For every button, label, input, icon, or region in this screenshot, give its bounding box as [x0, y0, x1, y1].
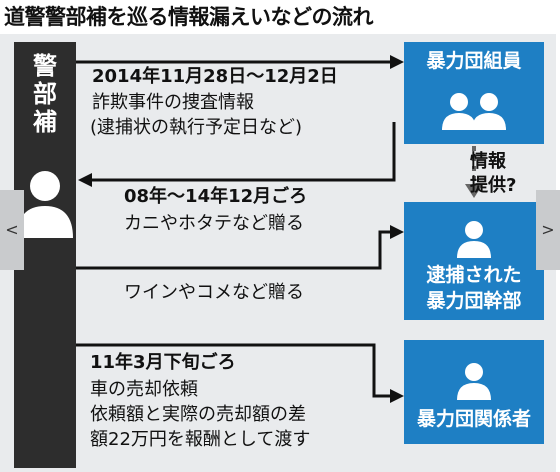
suspect-label-char: 補	[33, 108, 57, 136]
diagram-title: 道警警部補を巡る情報漏えいなどの流れ	[4, 2, 556, 32]
suspect-label: 警 部 補	[14, 52, 76, 136]
chevron-left-icon: <	[5, 220, 19, 239]
suspect-person-icon	[17, 171, 73, 238]
event1-line1: 詐欺事件の捜査情報	[92, 92, 254, 113]
box-gang-member: 暴力団組員	[404, 42, 544, 144]
gang-affiliate-person-icon	[457, 363, 491, 400]
info-note-line1: 情報	[470, 151, 506, 172]
info-note-line2: 提供?	[470, 175, 517, 196]
event1-date: 2014年11月28日〜12月2日	[92, 66, 338, 87]
box-gang-affiliate: 暴力団関係者	[404, 340, 544, 444]
gang-member-people-icon	[442, 93, 506, 130]
event2-line1: カニやホタテなど贈る	[124, 213, 304, 234]
box-gang-affiliate-label: 暴力団関係者	[416, 408, 531, 430]
event3-line1: ワインやコメなど贈る	[124, 282, 304, 303]
event4-line2: 依頼額と実際の売却額の差	[90, 404, 306, 425]
chevron-right-icon: >	[541, 220, 555, 239]
box-arrested-exec-label1: 逮捕された	[426, 264, 522, 286]
event2-date: 08年〜14年12月ごろ	[124, 186, 308, 207]
event4-date: 11年3月下旬ごろ	[90, 352, 236, 373]
box-arrested-executive: 逮捕された 暴力団幹部	[404, 202, 544, 320]
arrow-gifts-crab	[78, 122, 396, 187]
event4-line1: 車の売却依頼	[90, 379, 198, 400]
prev-image-button[interactable]: <	[0, 190, 24, 270]
next-image-button[interactable]: >	[536, 190, 560, 270]
event1-line2: (逮捕状の執行予定日など)	[90, 117, 303, 138]
suspect-label-char: 警	[33, 52, 57, 80]
arrow-car-sale	[76, 343, 404, 403]
title-text: 道警警部補を巡る情報漏えいなどの流れ	[4, 5, 374, 29]
arrow-info-provide	[465, 146, 483, 198]
suspect-column: 警 部 補	[14, 42, 76, 468]
box-arrested-exec-label2: 暴力団幹部	[426, 290, 522, 312]
info-provide-note: 情報 提供?	[470, 150, 516, 198]
box-gang-member-label: 暴力団組員	[426, 50, 522, 72]
arrested-exec-person-icon	[457, 221, 491, 258]
event4-line3: 額22万円を報酬として渡す	[90, 429, 311, 450]
arrow-leak-info	[76, 55, 404, 69]
arrow-gifts-wine	[76, 225, 404, 270]
suspect-label-char: 部	[33, 80, 57, 108]
